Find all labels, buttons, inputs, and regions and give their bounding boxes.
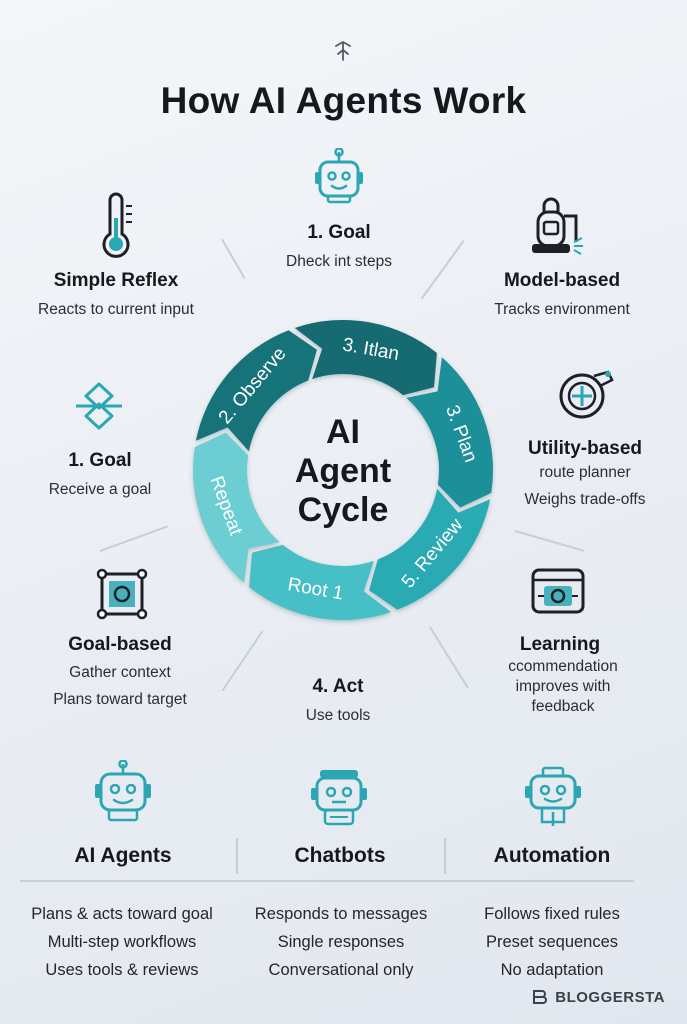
column-ai-agents-list: Plans & acts toward goal Multi-step work… bbox=[4, 900, 240, 984]
node-goal-based-desc2: Plans toward target bbox=[53, 691, 187, 708]
list-item: Multi-step workflows bbox=[47, 933, 197, 951]
column-automation-list: Follows fixed rules Preset sequences No … bbox=[446, 900, 658, 984]
node-goal-left-title: 1. Goal bbox=[68, 450, 132, 471]
chatbot-icon bbox=[310, 766, 368, 828]
brand-logo-icon bbox=[531, 988, 549, 1006]
brand-name: BLOGGERSTA bbox=[555, 988, 665, 1006]
column-automation-title: Automation bbox=[493, 844, 611, 867]
thermometer-icon bbox=[96, 192, 136, 260]
node-model-based-title: Model-based bbox=[503, 270, 621, 291]
node-goal-based-title: Goal-based bbox=[68, 634, 172, 655]
node-learning-title: Learning bbox=[519, 634, 601, 655]
target-frame-icon bbox=[94, 566, 150, 620]
node-goal-left-desc: Receive a goal bbox=[48, 481, 152, 498]
node-model-based-desc: Tracks environment bbox=[494, 301, 630, 318]
cycle-segment bbox=[294, 320, 437, 396]
column-chatbots-title: Chatbots bbox=[294, 844, 386, 867]
node-learning-desc2: improves with bbox=[515, 678, 611, 695]
page-title: How AI Agents Work bbox=[160, 80, 527, 121]
node-act-desc: Use tools bbox=[305, 707, 371, 724]
cycle-segment bbox=[193, 432, 280, 583]
automation-bot-icon bbox=[524, 766, 582, 828]
list-item: Follows fixed rules bbox=[484, 905, 620, 923]
cycle-segment bbox=[249, 544, 392, 620]
cycle-segment bbox=[195, 330, 317, 452]
gauge-target-icon bbox=[556, 368, 616, 422]
cycle-center-line3: Cycle bbox=[298, 491, 389, 529]
connector-line bbox=[514, 530, 585, 552]
robot-icon bbox=[93, 760, 153, 826]
node-act-title: 4. Act bbox=[312, 676, 364, 697]
column-ai-agents-title: AI Agents bbox=[74, 844, 172, 867]
column-divider bbox=[444, 838, 446, 874]
app-logo-icon bbox=[332, 40, 354, 62]
cycle-center-line2: Agent bbox=[295, 452, 391, 490]
node-simple-reflex-title: Simple Reflex bbox=[53, 270, 179, 291]
node-utility-based-desc2: Weighs trade-offs bbox=[524, 491, 646, 508]
arrows-cross-icon bbox=[72, 380, 126, 432]
list-item: Conversational only bbox=[268, 961, 414, 979]
cycle-segment bbox=[369, 488, 491, 610]
list-item: Single responses bbox=[277, 933, 405, 951]
node-goal-based-desc1: Gather context bbox=[69, 664, 171, 681]
list-item: Plans & acts toward goal bbox=[31, 905, 213, 923]
section-rule bbox=[20, 880, 634, 882]
cycle-segment bbox=[406, 357, 493, 508]
node-learning-desc3: feedback bbox=[531, 698, 595, 715]
node-goal-top-title: 1. Goal bbox=[307, 222, 371, 243]
column-divider bbox=[236, 838, 238, 874]
list-item: Responds to messages bbox=[254, 905, 428, 923]
node-simple-reflex-desc: Reacts to current input bbox=[38, 301, 194, 318]
node-utility-based-title: Utility-based bbox=[527, 438, 643, 459]
node-utility-based-desc1: route planner bbox=[539, 464, 631, 481]
robot-icon bbox=[314, 148, 364, 206]
cycle-center-line1: AI bbox=[326, 413, 360, 451]
list-item: Preset sequences bbox=[485, 933, 619, 951]
column-chatbots-list: Responds to messages Single responses Co… bbox=[236, 900, 446, 984]
node-learning-desc1: ccommendation bbox=[508, 658, 618, 675]
connector-line bbox=[99, 525, 168, 552]
screen-chip-icon bbox=[530, 566, 586, 618]
list-item: No adaptation bbox=[500, 961, 604, 979]
node-goal-top-desc: Dheck int steps bbox=[286, 253, 392, 270]
list-item: Uses tools & reviews bbox=[45, 961, 199, 979]
vacuum-robot-icon bbox=[528, 194, 584, 260]
brand-watermark: BLOGGERSTA bbox=[531, 988, 665, 1006]
